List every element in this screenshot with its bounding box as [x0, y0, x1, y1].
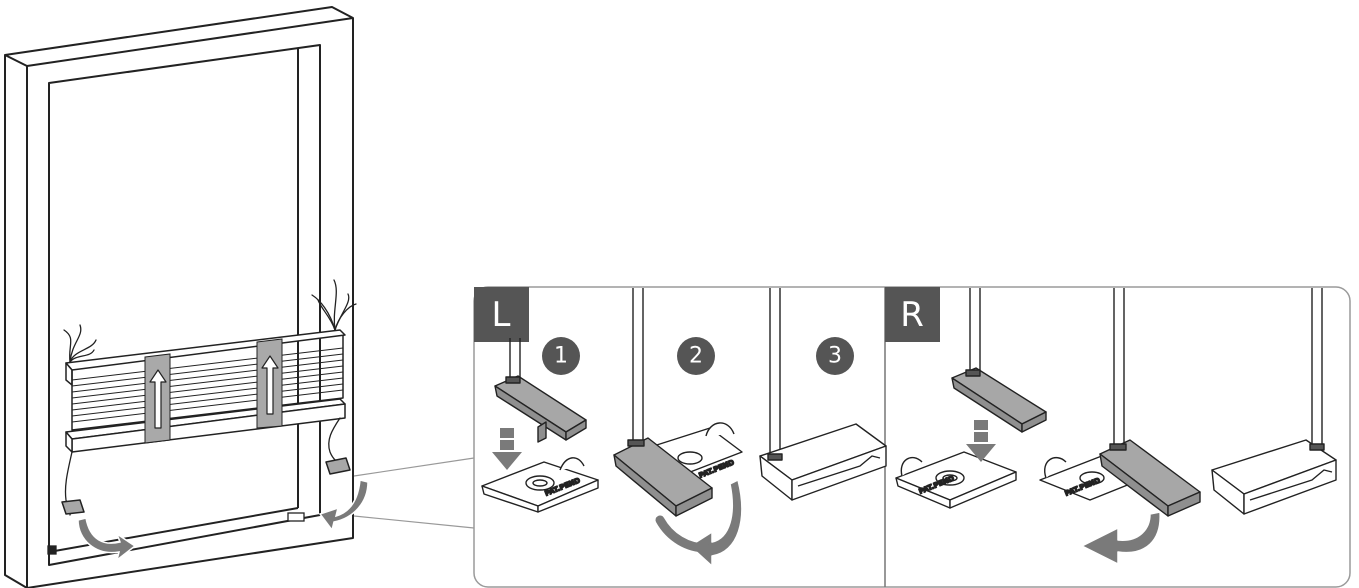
step-2-badge: 2: [677, 337, 715, 375]
strap-left: [145, 354, 170, 443]
step-1-badge: 1: [542, 337, 580, 375]
right-side-badge: R: [885, 287, 940, 342]
step-3-badge: 3: [816, 337, 854, 375]
step-1-number: 1: [554, 344, 568, 369]
step-2-number: 2: [689, 344, 703, 369]
left-side-label: L: [492, 295, 511, 335]
strap-right: [257, 339, 282, 428]
window-frame: [5, 7, 353, 588]
left-side-badge: L: [474, 287, 529, 342]
callout-lines: [354, 458, 474, 528]
step-3-number: 3: [828, 344, 842, 369]
right-side-label: R: [900, 295, 924, 335]
